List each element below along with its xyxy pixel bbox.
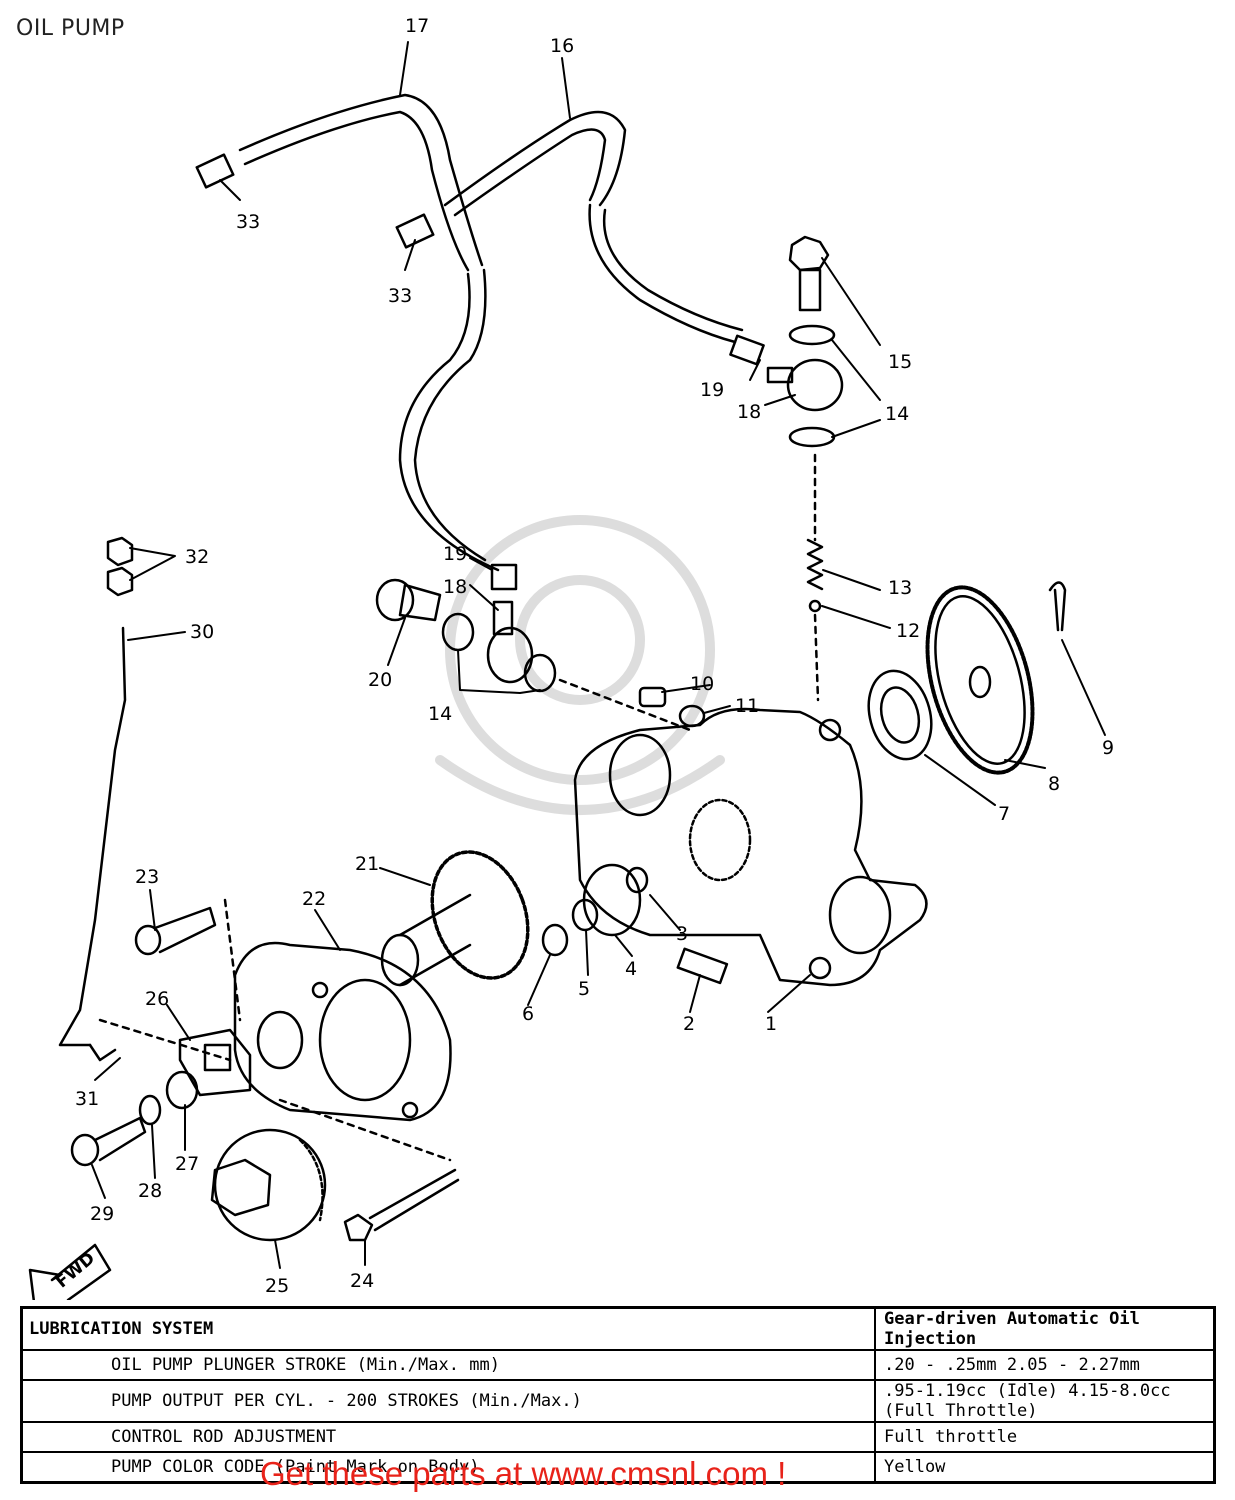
- pan-head-screw-23: [134, 906, 217, 956]
- union-bolt-20: [375, 578, 442, 622]
- spec-parameter: PUMP COLOR CODE (Paint Mark on Body): [20, 1451, 876, 1484]
- cover-bolt-24: [343, 1168, 460, 1242]
- banjo-bolt-15: [788, 235, 830, 312]
- callout-20: 20: [368, 669, 392, 691]
- callout-1: 1: [765, 1013, 777, 1035]
- callout-10: 10: [690, 673, 714, 695]
- callout-5: 5: [578, 978, 590, 1000]
- spec-table-row: OIL PUMP PLUNGER STROKE (Min./Max. mm) .…: [20, 1349, 1216, 1381]
- spec-table-row: CONTROL ROD ADJUSTMENT Full throttle: [20, 1421, 1216, 1453]
- spring-13: [806, 538, 824, 591]
- callout-18-upper: 18: [737, 401, 761, 423]
- spring-washer-28: [138, 1094, 162, 1126]
- washer-3: [625, 866, 649, 894]
- callout-19-upper: 19: [700, 379, 724, 401]
- rod-clip-31: [88, 1043, 117, 1062]
- nut-32: [106, 536, 134, 597]
- callout-2: 2: [683, 1013, 695, 1035]
- callout-29: 29: [90, 1203, 114, 1225]
- gasket-14-lower: [788, 426, 836, 448]
- bleed-screw-10: [638, 686, 667, 708]
- pump-body-1: [573, 707, 928, 987]
- spec-value: Full throttle: [874, 1421, 1216, 1453]
- callout-17: 17: [405, 15, 429, 37]
- page-title: OIL PUMP: [16, 16, 125, 41]
- spec-header-value: Gear-driven Automatic Oil Injection: [874, 1306, 1216, 1351]
- callout-31: 31: [75, 1088, 99, 1110]
- callout-15: 15: [888, 351, 912, 373]
- screw-2: [676, 947, 729, 985]
- spec-parameter: CONTROL ROD ADJUSTMENT: [20, 1421, 876, 1453]
- oil-delivery-hose-17: [238, 93, 500, 572]
- callout-26: 26: [145, 988, 169, 1010]
- hose-fitting-33-right: [395, 213, 435, 249]
- hose-fitting-19-lower: [490, 563, 518, 591]
- callout-11: 11: [735, 695, 759, 717]
- banjo-union-18-upper: [766, 358, 844, 412]
- callout-27: 27: [175, 1153, 199, 1175]
- oil-delivery-hose-16: [443, 110, 744, 344]
- callout-8: 8: [1048, 773, 1060, 795]
- spec-table-row: PUMP OUTPUT PER CYL. - 200 STROKES (Min.…: [20, 1379, 1216, 1423]
- pump-cover-22: [233, 941, 452, 1122]
- background-logo-watermark: [435, 515, 725, 815]
- gasket-14-upper: [788, 324, 836, 346]
- spec-table-row: PUMP COLOR CODE (Paint Mark on Body) Yel…: [20, 1451, 1216, 1484]
- pump-drive-shaft-gear-21: [380, 850, 530, 987]
- callout-30: 30: [190, 621, 214, 643]
- drive-gear-8: [925, 585, 1035, 775]
- callout-22: 22: [302, 888, 326, 910]
- check-ball-12: [808, 599, 822, 613]
- collar-6: [541, 923, 569, 957]
- fwd-arrow-icon: [28, 1243, 112, 1300]
- callout-4: 4: [625, 958, 637, 980]
- spec-value: Yellow: [874, 1451, 1216, 1484]
- callout-12: 12: [896, 620, 920, 642]
- lubrication-spec-table: LUBRICATION SYSTEM Gear-driven Automatic…: [20, 1306, 1216, 1484]
- pump-cover-cap-25: [210, 1128, 327, 1242]
- hose-fitting-33-left: [195, 153, 235, 189]
- spec-table-header-row: LUBRICATION SYSTEM Gear-driven Automatic…: [20, 1306, 1216, 1351]
- callout-13: 13: [888, 577, 912, 599]
- callout-7: 7: [998, 803, 1010, 825]
- fwd-label: FWD: [52, 1248, 99, 1292]
- callout-9: 9: [1102, 737, 1114, 759]
- control-rod-30: [58, 626, 127, 1047]
- spec-value: .20 - .25mm 2.05 - 2.27mm: [874, 1349, 1216, 1381]
- callout-21: 21: [355, 853, 379, 875]
- callout-14-lower: 14: [428, 703, 452, 725]
- callout-19-lower: 19: [443, 543, 467, 565]
- banjo-union-18-lower: [486, 600, 534, 684]
- spec-header-parameter: LUBRICATION SYSTEM: [20, 1306, 876, 1351]
- callout-25: 25: [265, 1275, 289, 1297]
- pump-lever-26: [178, 1028, 252, 1097]
- callout-16: 16: [550, 35, 574, 57]
- spec-parameter: PUMP OUTPUT PER CYL. - 200 STROKES (Min.…: [20, 1379, 876, 1423]
- callout-24: 24: [350, 1270, 374, 1292]
- callout-28: 28: [138, 1180, 162, 1202]
- oil-pump-exploded-diagram: 17 16 33 33 15 14 19 18 13 12 9 8 7 10 1…: [28, 15, 1114, 1300]
- callout-33-left: 33: [236, 211, 260, 233]
- callout-32: 32: [185, 546, 209, 568]
- lever-screw-29: [70, 1116, 147, 1167]
- callout-14-upper: 14: [885, 403, 909, 425]
- hose-fitting-19-upper: [729, 334, 765, 366]
- callout-33-right: 33: [388, 285, 412, 307]
- spec-parameter: OIL PUMP PLUNGER STROKE (Min./Max. mm): [20, 1349, 876, 1381]
- cotter-pin-9: [1048, 581, 1067, 632]
- spec-value: .95-1.19cc (Idle) 4.15-8.0cc (Full Throt…: [874, 1379, 1216, 1423]
- callout-23: 23: [135, 866, 159, 888]
- oil-seal-7: [867, 669, 933, 761]
- callout-6: 6: [522, 1003, 534, 1025]
- parts-link-watermark[interactable]: Get these parts at www.cmsnl.com !: [260, 1455, 787, 1492]
- callout-3: 3: [676, 923, 688, 945]
- callout-18-lower: 18: [443, 576, 467, 598]
- lever-adjusting-plate-27: [165, 1070, 199, 1110]
